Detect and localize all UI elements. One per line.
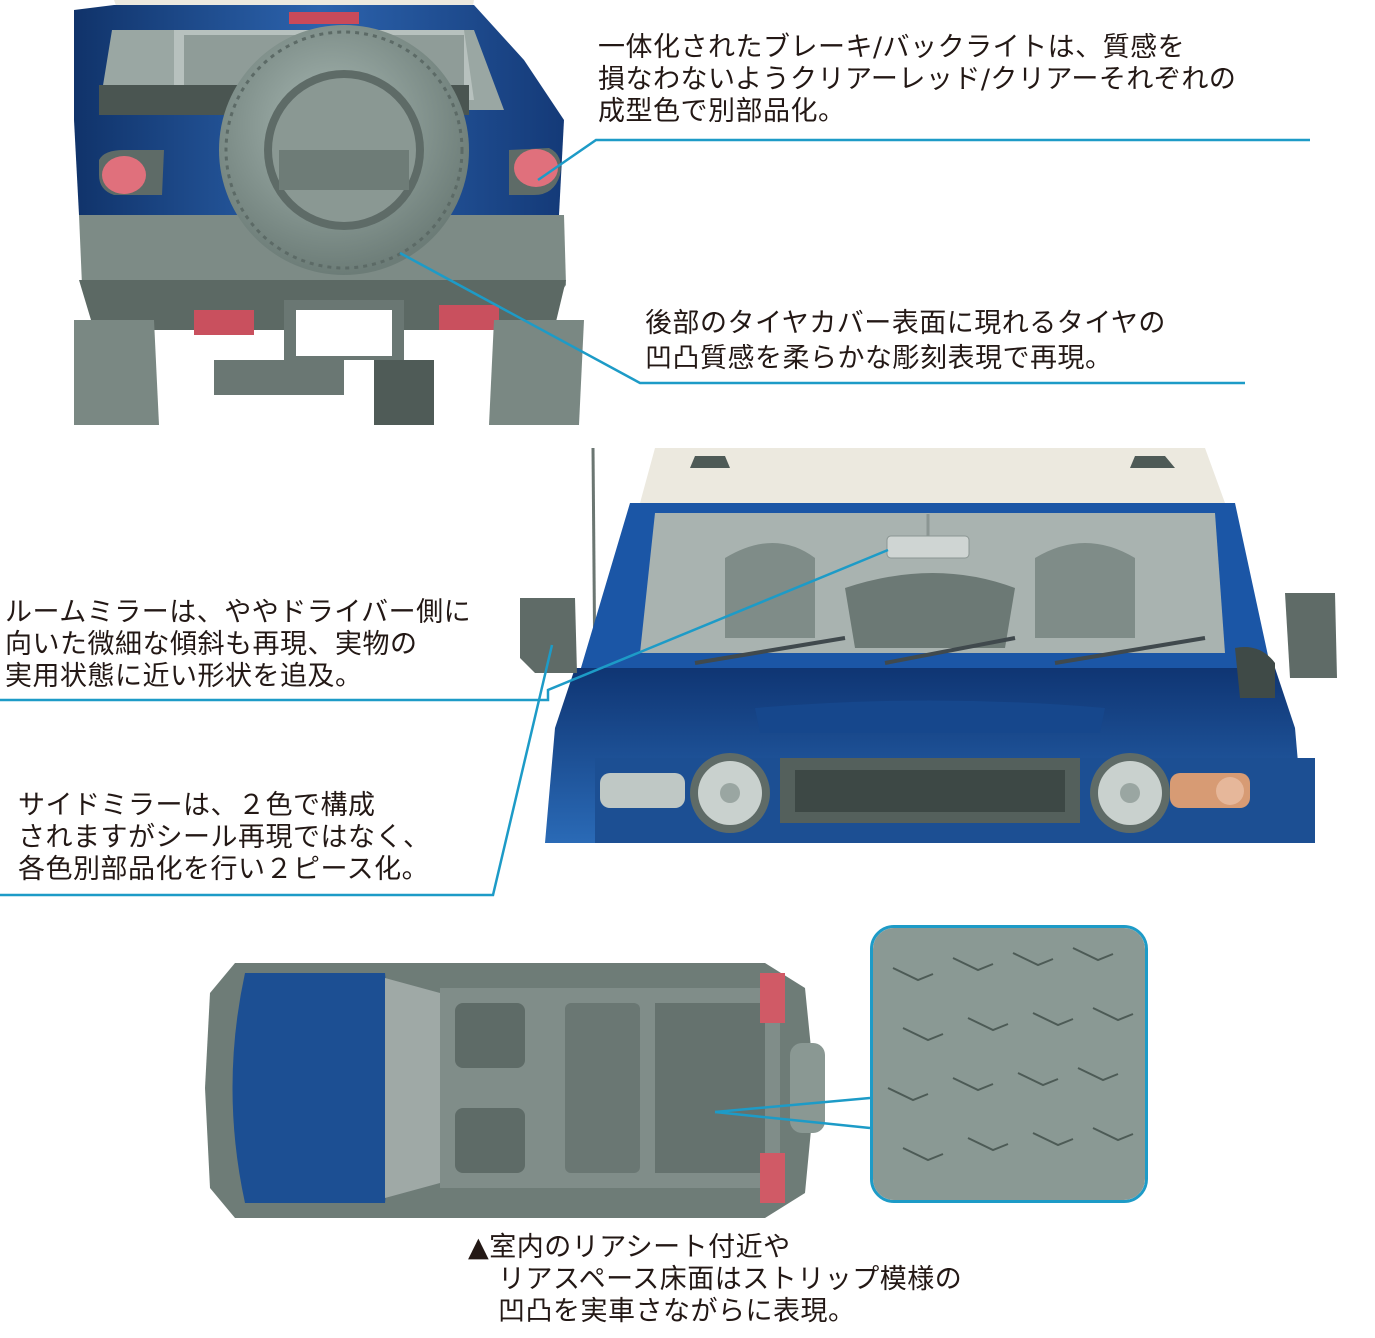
callout-spare-tire: 後部のタイヤカバー表面に現れるタイヤの 凹凸質感を柔らかな彫刻表現で再現。 bbox=[645, 306, 1166, 376]
callout-line: 一体化されたブレーキ/バックライトは、質感を bbox=[598, 32, 1186, 63]
front-view-illustration bbox=[515, 448, 1375, 843]
callout-side-mirror: サイドミラーは、２色で構成 されますがシール再現ではなく、 各色別部品化を行い２… bbox=[18, 790, 431, 886]
callout-line: ▲室内のリアシート付近や bbox=[468, 1232, 791, 1263]
callout-line: 実用状態に近い形状を追及。 bbox=[5, 661, 363, 692]
callout-line: ルームミラーは、ややドライバー側に bbox=[5, 597, 472, 628]
callout-line: リアスペース床面はストリップ模様の bbox=[498, 1264, 963, 1295]
rear-view-illustration bbox=[74, 0, 584, 425]
callout-floor-pattern: ▲室内のリアシート付近や リアスペース床面はストリップ模様の 凹凸を実車さながら… bbox=[468, 1232, 962, 1328]
callout-line: 各色別部品化を行い２ピース化。 bbox=[18, 854, 430, 885]
callout-line: サイドミラーは、２色で構成 bbox=[18, 790, 376, 821]
top-view-illustration bbox=[205, 948, 835, 1230]
callout-line: 向いた微細な傾斜も再現、実物の bbox=[5, 629, 418, 660]
callout-room-mirror: ルームミラーは、ややドライバー側に 向いた微細な傾斜も再現、実物の 実用状態に近… bbox=[5, 597, 471, 693]
callout-line: 後部のタイヤカバー表面に現れるタイヤの bbox=[645, 308, 1166, 339]
callout-line: 凹凸質感を柔らかな彫刻表現で再現。 bbox=[645, 343, 1113, 374]
floor-pattern-zoom-inset bbox=[870, 925, 1148, 1203]
callout-rear-lights: 一体化されたブレーキ/バックライトは、質感を 損なわないようクリアーレッド/クリ… bbox=[598, 32, 1236, 128]
callout-line: 凹凸を実車さながらに表現。 bbox=[498, 1296, 856, 1327]
callout-line: 成型色で別部品化。 bbox=[598, 96, 846, 127]
callout-line: 損なわないようクリアーレッド/クリアーそれぞれの bbox=[598, 64, 1237, 95]
callout-line: されますがシール再現ではなく、 bbox=[18, 822, 431, 853]
